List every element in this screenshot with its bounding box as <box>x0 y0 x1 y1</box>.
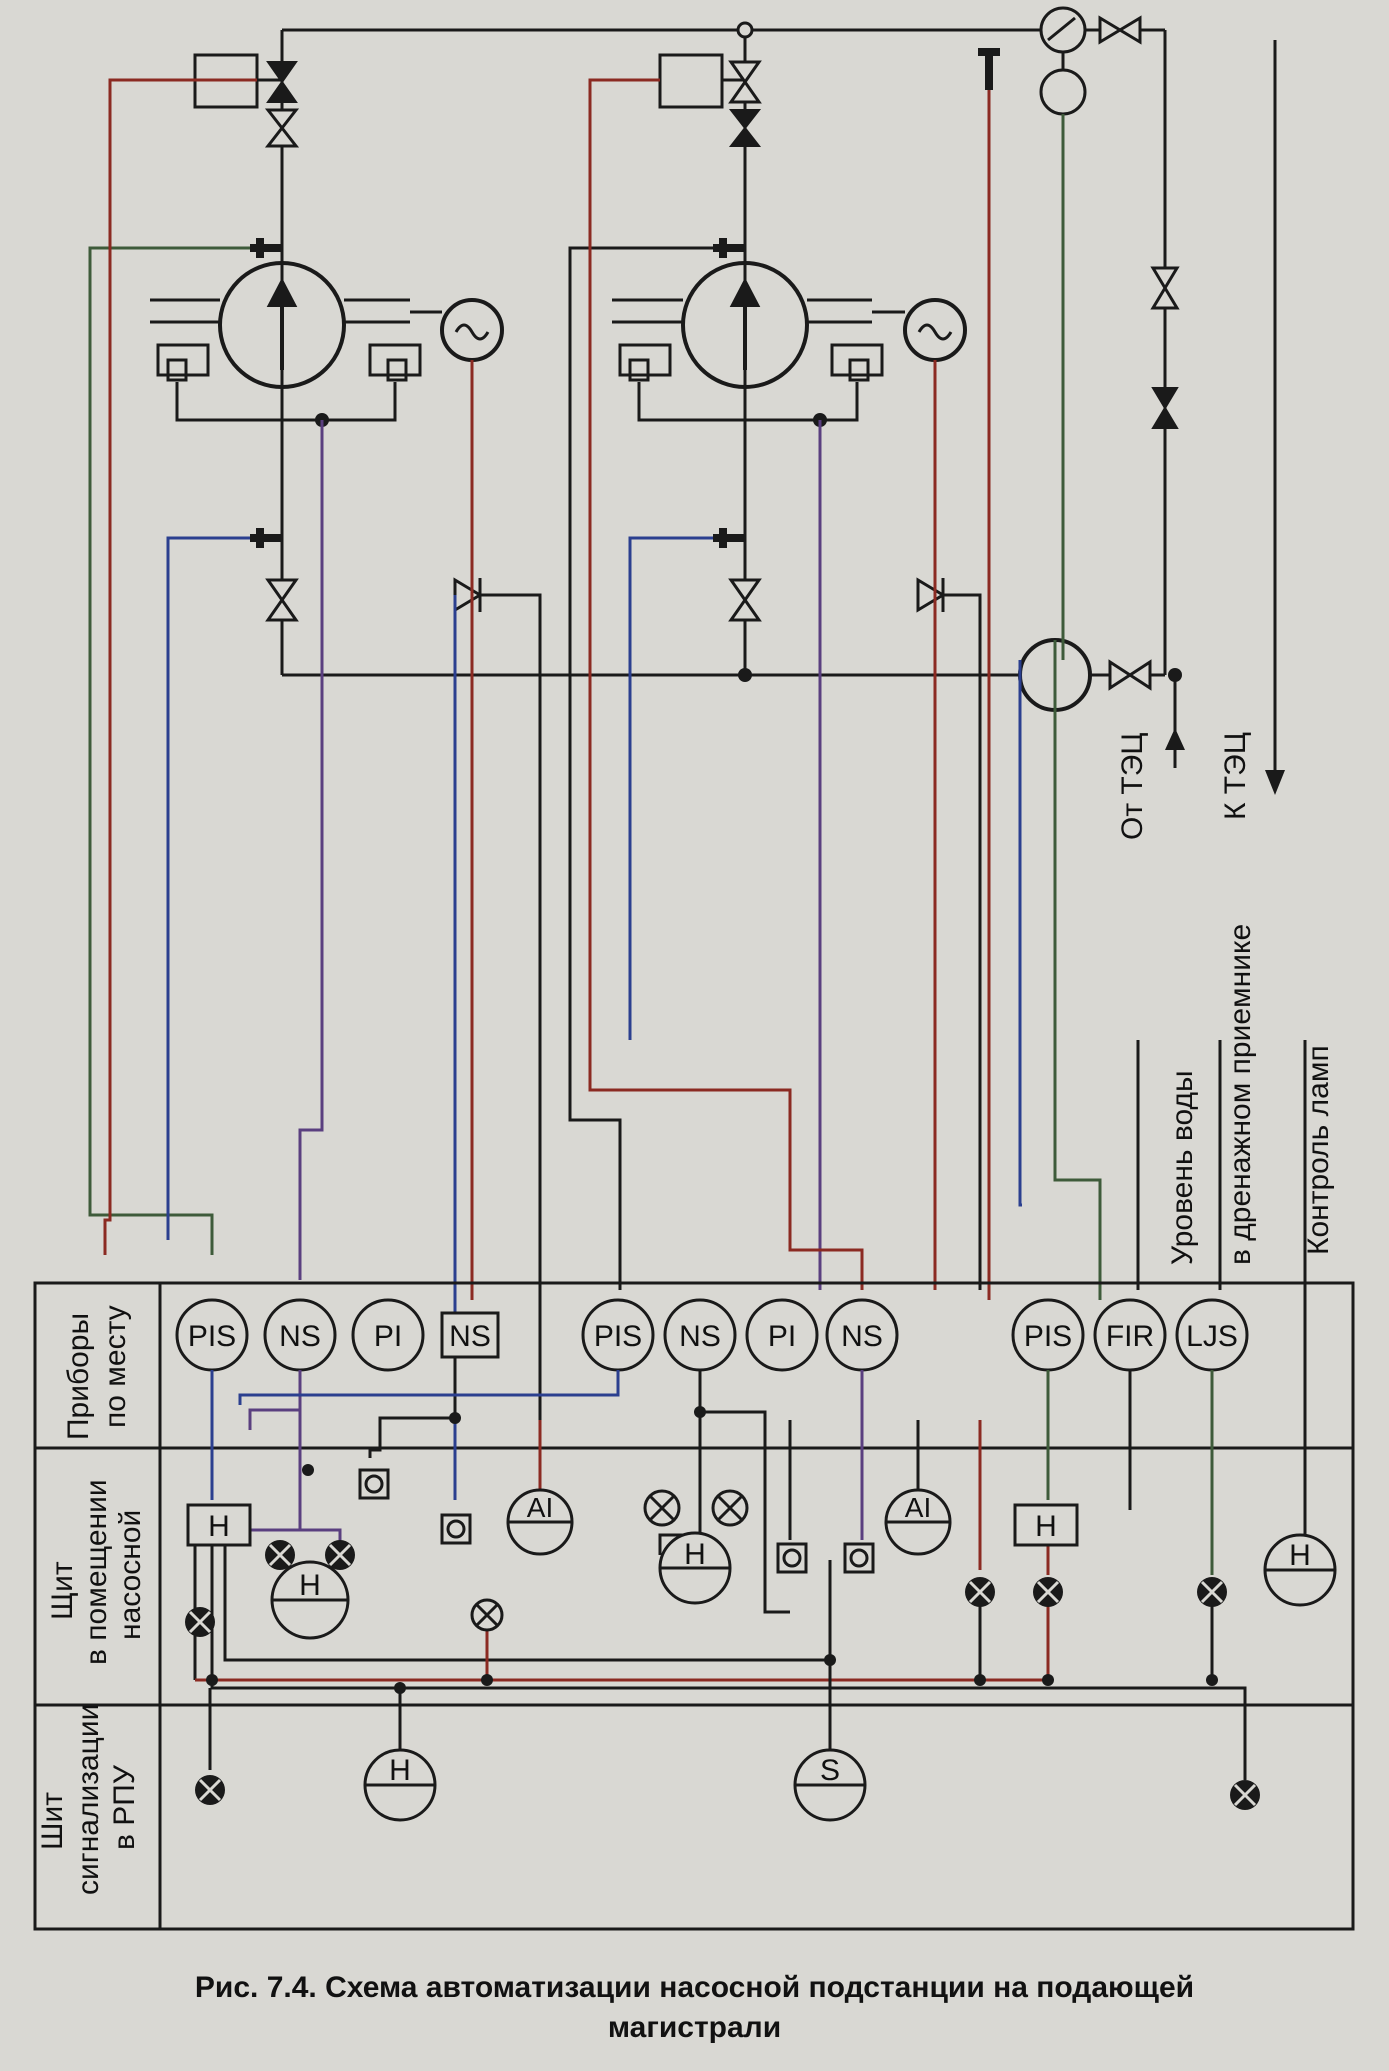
pump2-icon <box>681 261 809 389</box>
instrument-pi-2: PI <box>745 1298 819 1372</box>
row-label-pump-room-2: в помещении <box>80 1479 113 1665</box>
svg-text:PIS: PIS <box>594 1320 642 1353</box>
pump1-check-valve-icon <box>453 577 483 613</box>
svg-text:H: H <box>1289 1539 1311 1572</box>
key-switch-3-icon <box>776 1542 808 1574</box>
panel-h-right: H <box>1263 1533 1337 1607</box>
svg-text:PI: PI <box>768 1320 796 1353</box>
pump1-icon <box>218 261 346 389</box>
svg-text:NS: NS <box>841 1320 883 1353</box>
pump2-upper-valve-icon <box>728 60 762 104</box>
instrument-ljs: LJS <box>1175 1298 1249 1372</box>
svg-text:FIR: FIR <box>1106 1320 1154 1353</box>
from-chp-arrow-icon <box>1165 728 1185 750</box>
right-valve-upper-icon <box>1150 266 1180 310</box>
svg-text:H: H <box>1035 1510 1057 1543</box>
instrument-ns-2b: NS <box>825 1298 899 1372</box>
instrument-pis-2: PIS <box>581 1298 655 1372</box>
pump2-lower-valve-icon <box>728 578 762 622</box>
panel-h-half-2: H <box>658 1531 732 1605</box>
pump1-bearings <box>150 298 410 324</box>
panel-ai-1: AI <box>506 1488 574 1556</box>
svg-text:AI: AI <box>905 1492 931 1523</box>
key-switch-4-icon <box>843 1542 875 1574</box>
row-label-alarm-1: Шит <box>36 1792 69 1850</box>
top-junction-node <box>736 21 754 39</box>
instrument-ns-1b: NS <box>440 1311 500 1359</box>
instrument-pis-1: PIS <box>175 1298 249 1372</box>
instrument-fir: FIR <box>1093 1298 1167 1372</box>
instrument-pi-1: PI <box>351 1298 425 1372</box>
pump2-check-valve-icon <box>916 577 946 613</box>
instrument-pis-3: PIS <box>1011 1298 1085 1372</box>
instrument-ns-2: NS <box>663 1298 737 1372</box>
top-right-valve-icon <box>1098 15 1142 45</box>
panel-bus-main <box>210 1525 1247 1780</box>
svg-text:H: H <box>208 1510 230 1543</box>
from-chp-label: От ТЭЦ <box>1116 733 1149 841</box>
svg-text:NS: NS <box>679 1320 721 1353</box>
right-valve-lower-icon <box>1151 387 1179 429</box>
svg-text:LJS: LJS <box>1186 1320 1238 1353</box>
row-label-alarm-2: сигнализации <box>72 1704 105 1895</box>
row-label-local-2: по месту <box>99 1305 132 1428</box>
to-chp-arrow-icon <box>1265 770 1285 795</box>
svg-text:PIS: PIS <box>188 1320 236 1353</box>
alarm-h-indicator: H <box>363 1748 437 1822</box>
panel-h-box-1: H <box>186 1503 252 1547</box>
pump2-actuator-box <box>658 53 724 109</box>
svg-text:H: H <box>389 1754 411 1787</box>
svg-text:NS: NS <box>279 1320 321 1353</box>
panel-bus-secondary <box>223 1545 832 1662</box>
caption-line-1: Рис. 7.4. Схема автоматизации насосной п… <box>194 1971 1195 2004</box>
pump1-upper-valve2-icon <box>264 108 300 148</box>
bottom-junction-node <box>738 668 752 682</box>
panel-h-box-2: H <box>1013 1503 1079 1547</box>
row-label-pump-room-3: насосной <box>114 1510 147 1640</box>
key-switch-1-icon <box>358 1468 390 1500</box>
panel-h-half-1: H <box>270 1560 350 1640</box>
header-pressure-tap <box>978 48 1000 90</box>
svg-text:AI: AI <box>527 1492 553 1523</box>
key-switch-2-icon <box>440 1513 472 1545</box>
caption-line-2: магистрали <box>607 2011 782 2044</box>
panel-frame <box>33 1281 1355 1931</box>
water-level-label-1: Уровень воды <box>1166 1070 1199 1265</box>
instrument-ns-1: NS <box>263 1298 337 1372</box>
panel-ai-2: AI <box>884 1488 952 1556</box>
top-flowmeter-sensor-icon <box>1039 68 1087 116</box>
svg-text:NS: NS <box>449 1320 491 1353</box>
pump1-upper-valve-icon <box>266 61 298 103</box>
svg-text:PI: PI <box>374 1320 402 1353</box>
pump1-pressure-tap-upper <box>250 238 282 258</box>
svg-text:H: H <box>299 1569 321 1602</box>
water-level-label-2: в дренажном приемнике <box>1224 924 1257 1265</box>
pump2-pressure-tap-lower <box>713 528 745 548</box>
pump2-upper-valve2-icon <box>728 109 762 147</box>
figure-caption: Рис. 7.4. Схема автоматизации насосной п… <box>0 1968 1389 2048</box>
to-chp-label: К ТЭЦ <box>1219 732 1252 820</box>
pump1-pressure-tap-lower <box>250 528 282 548</box>
svg-text:H: H <box>684 1538 706 1571</box>
row-label-alarm-3: в РПУ <box>108 1764 141 1850</box>
pump1-lower-valve-icon <box>265 578 299 622</box>
svg-text:PIS: PIS <box>1024 1320 1072 1353</box>
svg-text:S: S <box>820 1754 840 1787</box>
return-valve-icon <box>1108 659 1152 691</box>
lamp-check-label: Контроль ламп <box>1302 1045 1335 1255</box>
pump2-pressure-tap-upper <box>713 238 745 258</box>
row-label-local-1: Приборы <box>62 1313 95 1440</box>
alarm-s-indicator: S <box>793 1748 867 1822</box>
wire-pis1-upper <box>88 246 250 1255</box>
top-flowmeter-icon <box>1039 6 1087 54</box>
row-label-pump-room-1: Щит <box>46 1561 79 1620</box>
